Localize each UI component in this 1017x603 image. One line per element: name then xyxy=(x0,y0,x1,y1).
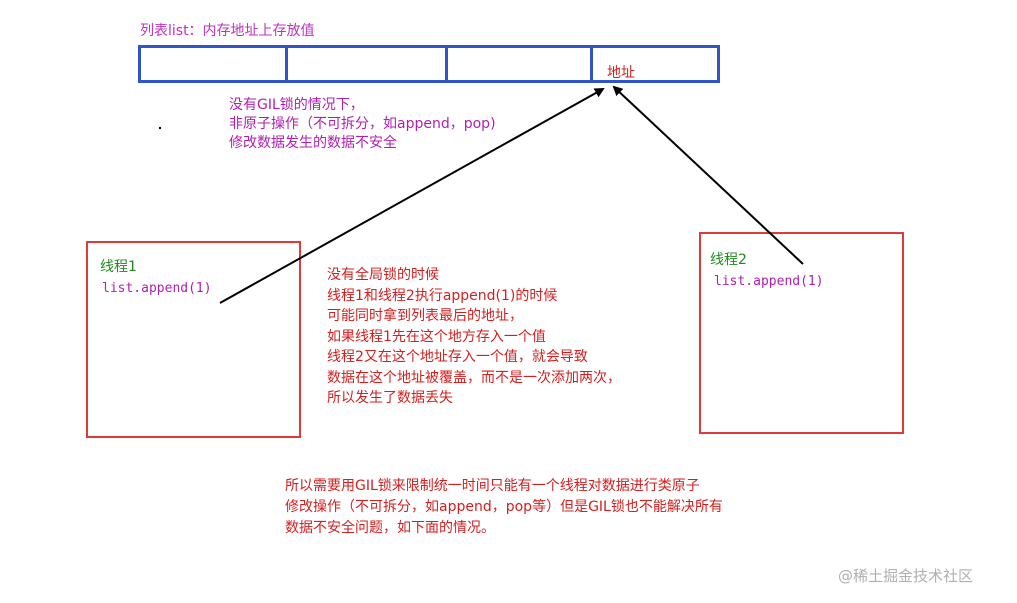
thread1-arrow xyxy=(219,88,605,304)
note-middle-line: 可能同时拿到列表最后的地址， xyxy=(327,308,523,324)
list-cell-3 xyxy=(448,48,593,80)
thread1-title: 线程1 xyxy=(100,259,137,275)
thread2-title: 线程2 xyxy=(710,252,747,268)
thread2-box: 线程2 list.append(1) xyxy=(699,232,904,434)
note-middle-line: 所以发生了数据丢失 xyxy=(327,390,453,406)
list-title: 列表list：内存地址上存放值 xyxy=(140,23,315,39)
watermark: @稀土掘金技术社区 xyxy=(838,567,974,585)
note-middle-line: 没有全局锁的时候 xyxy=(327,267,439,283)
stray-dot xyxy=(159,127,161,129)
thread1-code: list.append(1) xyxy=(102,281,212,296)
note-no-global-lock: 没有全局锁的时候 线程1和线程2执行append(1)的时候 可能同时拿到列表最… xyxy=(327,265,621,409)
list-cell-1 xyxy=(141,48,288,80)
note-middle-line: 线程1和线程2执行append(1)的时候 xyxy=(327,287,558,304)
thread2-code: list.append(1) xyxy=(714,274,824,289)
note-middle-line: 如果线程1先在这个地方存入一个值 xyxy=(327,328,546,345)
note-no-gil: 没有GIL锁的情况下， 非原子操作（不可拆分，如append，pop) 修改数据… xyxy=(229,96,496,153)
thread1-box: 线程1 list.append(1) xyxy=(86,241,301,438)
note-bottom-line: 修改操作（不可拆分，如append，pop等）但是GIL锁也不能解决所有 xyxy=(285,499,723,515)
note-gil-conclusion: 所以需要用GIL锁来限制统一时间只能有一个线程对数据进行类原子 修改操作（不可拆… xyxy=(285,476,723,539)
address-label: 地址 xyxy=(607,65,635,81)
note-middle-line: 数据在这个地址被覆盖，而不是一次添加两次， xyxy=(327,369,621,386)
note-middle-line: 线程2又在这个地址存入一个值，就会导致 xyxy=(327,349,588,365)
note-bottom-line: 数据不安全问题，如下面的情况。 xyxy=(285,520,495,536)
note-bottom-line: 所以需要用GIL锁来限制统一时间只能有一个线程对数据进行类原子 xyxy=(285,478,700,494)
thread2-arrow xyxy=(612,85,804,265)
note-no-gil-line: 修改数据发生的数据不安全 xyxy=(229,135,397,151)
note-no-gil-line: 非原子操作（不可拆分，如append，pop) xyxy=(229,116,496,132)
note-no-gil-line: 没有GIL锁的情况下， xyxy=(229,97,364,113)
list-memory-blocks: 地址 xyxy=(138,45,720,83)
list-cell-address: 地址 xyxy=(593,48,717,81)
list-cell-2 xyxy=(288,48,448,80)
